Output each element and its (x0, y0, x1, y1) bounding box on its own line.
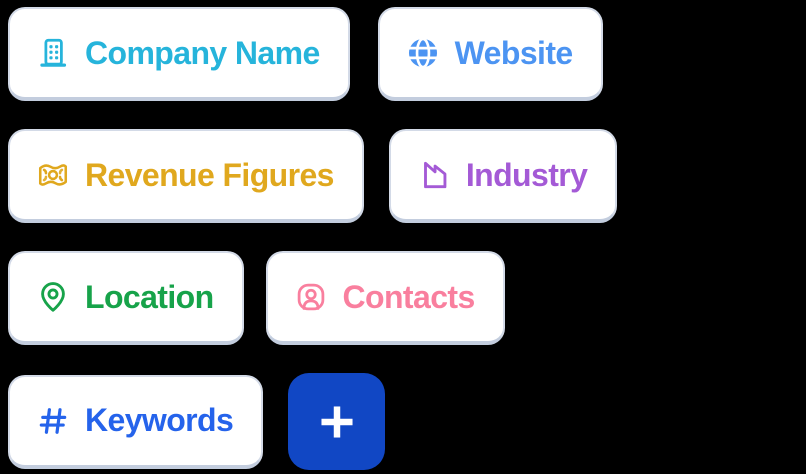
plus-icon (315, 400, 359, 444)
chip-label: Keywords (85, 402, 234, 438)
chip-row-3: Location Contacts (8, 251, 505, 345)
chip-label: Contacts (342, 278, 476, 315)
chip-label: Website (454, 34, 574, 71)
chip-keywords[interactable]: Keywords (8, 374, 264, 469)
factory-icon (417, 158, 451, 192)
chip-contacts[interactable]: Contacts (265, 251, 505, 345)
chip-label: Revenue Figures (85, 156, 334, 193)
chip-row-2: Revenue Figures Industry (8, 129, 618, 223)
person-icon (294, 280, 328, 314)
field-chip-board: Company Name Website (8, 7, 618, 470)
chip-row-4: Keywords (8, 373, 386, 470)
chip-label: Company Name (85, 34, 320, 71)
banknote-icon (36, 158, 70, 192)
chip-industry[interactable]: Industry (388, 129, 618, 223)
chip-revenue-figures[interactable]: Revenue Figures (8, 129, 364, 223)
chip-row-1: Company Name Website (8, 7, 603, 101)
chip-company-name[interactable]: Company Name (8, 7, 350, 101)
chip-label: Industry (465, 156, 588, 193)
add-field-button[interactable] (288, 373, 386, 470)
chip-label: Location (85, 278, 214, 315)
chip-website[interactable]: Website (377, 7, 603, 101)
chip-location[interactable]: Location (8, 251, 244, 345)
hash-icon (36, 404, 70, 438)
globe-icon (406, 36, 440, 70)
map-pin-icon (36, 280, 70, 314)
building-icon (36, 36, 70, 70)
